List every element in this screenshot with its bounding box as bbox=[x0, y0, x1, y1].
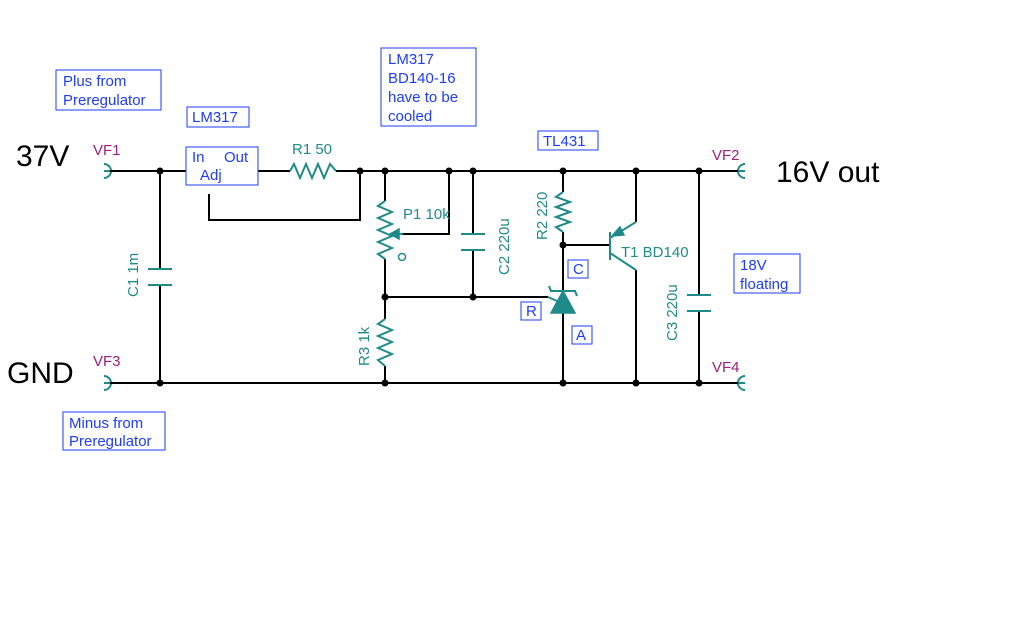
terminal-vf3: VF3 bbox=[93, 353, 121, 370]
c2-label: C2 220u bbox=[496, 218, 513, 275]
terminal-vf2: VF2 bbox=[712, 147, 740, 164]
tl431-label: TL431 bbox=[543, 133, 586, 150]
wires bbox=[110, 170, 738, 384]
r1-resistor bbox=[289, 161, 337, 181]
t1-label: T1 BD140 bbox=[621, 244, 689, 261]
p1-potentiometer bbox=[375, 200, 395, 260]
input-voltage-label: 37V bbox=[16, 140, 69, 173]
svg-text:18V: 18V bbox=[740, 257, 767, 274]
lm317-label: LM317 bbox=[192, 109, 238, 126]
p1-label: P1 10k bbox=[403, 206, 450, 223]
note-plus-from-preregulator: Plus from Preregulator bbox=[55, 69, 162, 111]
tl431-pin-a: A bbox=[576, 327, 586, 344]
r3-resistor bbox=[375, 318, 395, 367]
svg-text:LM317: LM317 bbox=[388, 51, 434, 68]
terminal-vf4: VF4 bbox=[712, 359, 740, 376]
svg-text:BD140-16: BD140-16 bbox=[388, 70, 456, 87]
lm317-chip bbox=[185, 146, 259, 186]
tl431-pin-r-box bbox=[520, 301, 542, 321]
lm317-label-box bbox=[186, 106, 250, 128]
lm317-in-pin: In bbox=[192, 149, 205, 166]
r2-resistor bbox=[553, 191, 573, 233]
svg-text:have to be: have to be bbox=[388, 89, 458, 106]
junction-dots bbox=[156, 167, 703, 387]
c3-label: C3 220u bbox=[664, 284, 681, 341]
svg-text:cooled: cooled bbox=[388, 108, 432, 125]
p1-wiper-arrow bbox=[388, 227, 400, 241]
tl431-diode-triangle bbox=[549, 289, 577, 314]
c1-label: C1 1m bbox=[125, 253, 142, 297]
t1-collector-lead bbox=[609, 252, 637, 271]
svg-text:Preregulator: Preregulator bbox=[69, 433, 152, 450]
tl431-pin-c: C bbox=[573, 261, 584, 278]
svg-text:Preregulator: Preregulator bbox=[63, 92, 146, 109]
note-cooling: LM317 BD140-16 have to be cooled bbox=[380, 47, 477, 127]
svg-text:Minus from: Minus from bbox=[69, 415, 143, 432]
r2-label: R2 220 bbox=[534, 192, 551, 240]
tl431-ref-lead bbox=[547, 296, 558, 302]
r3-label: R3 1k bbox=[356, 326, 373, 366]
note-18v-floating: 18V floating bbox=[733, 253, 801, 294]
svg-text:floating: floating bbox=[740, 276, 788, 293]
lm317-out-pin: Out bbox=[224, 149, 249, 166]
t1-emitter-arrow bbox=[610, 225, 626, 237]
svg-text:Plus from: Plus from bbox=[63, 73, 126, 90]
tl431-label-box bbox=[537, 130, 599, 151]
tl431-cathode-bar bbox=[548, 285, 578, 297]
r1-label: R1 50 bbox=[292, 141, 332, 158]
note-minus-from-preregulator: Minus from Preregulator bbox=[62, 411, 166, 451]
terminal-vf1: VF1 bbox=[93, 142, 121, 159]
tl431-pin-r: R bbox=[526, 303, 537, 320]
ground-label: GND bbox=[7, 357, 74, 390]
tl431-pin-c-box bbox=[567, 259, 589, 279]
lm317-adj-pin: Adj bbox=[200, 167, 222, 184]
output-voltage-label: 16V out bbox=[776, 156, 880, 189]
tl431-pin-a-box bbox=[571, 325, 593, 345]
p1-ccw-mark bbox=[397, 252, 407, 262]
